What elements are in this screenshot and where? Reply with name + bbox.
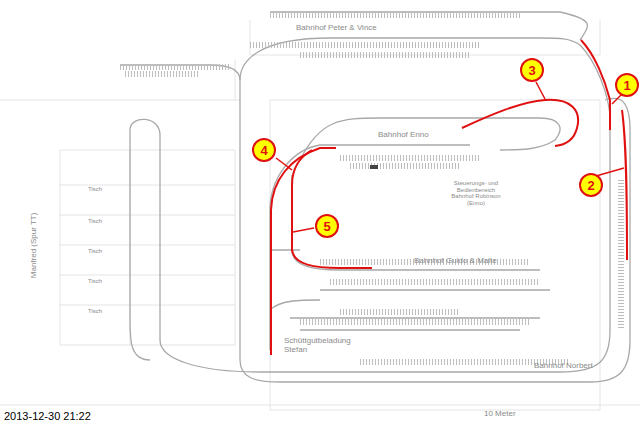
table-label: Tisch — [88, 218, 102, 225]
table-label: Tisch — [88, 248, 102, 255]
station-name: Bahnhof Norbert — [534, 362, 593, 371]
area-note: Steuerungs- und Bedienbereich Bahnhof Ro… — [446, 180, 506, 206]
scale-label: 10 Meter — [484, 410, 516, 419]
callout-number: 4 — [260, 143, 267, 158]
callout-number: 2 — [587, 178, 594, 193]
station-name: Bahnhof Enno — [378, 131, 429, 140]
callout-number: 1 — [623, 78, 630, 93]
station-name: Bahnhof Peter & Vince — [296, 24, 377, 33]
callout-circle: 4 — [252, 138, 276, 162]
callout-circle: 2 — [579, 173, 603, 197]
table-label: Tisch — [88, 186, 102, 193]
table-label: Tisch — [88, 278, 102, 285]
timestamp: 2013-12-30 21:22 — [4, 410, 91, 422]
station-name: Bahnhof Guido & Malte — [414, 257, 497, 266]
callout-circle: 5 — [315, 214, 339, 238]
station-name: Schüttgutbeladung Stefan — [284, 337, 346, 355]
callout-number: 5 — [323, 219, 330, 234]
layout-name: Manfred (Spur TT) — [31, 212, 40, 278]
callout-number: 3 — [528, 63, 535, 78]
callout-circle: 1 — [615, 73, 639, 97]
table-label: Tisch — [88, 308, 102, 315]
callout-circle: 3 — [520, 58, 544, 82]
